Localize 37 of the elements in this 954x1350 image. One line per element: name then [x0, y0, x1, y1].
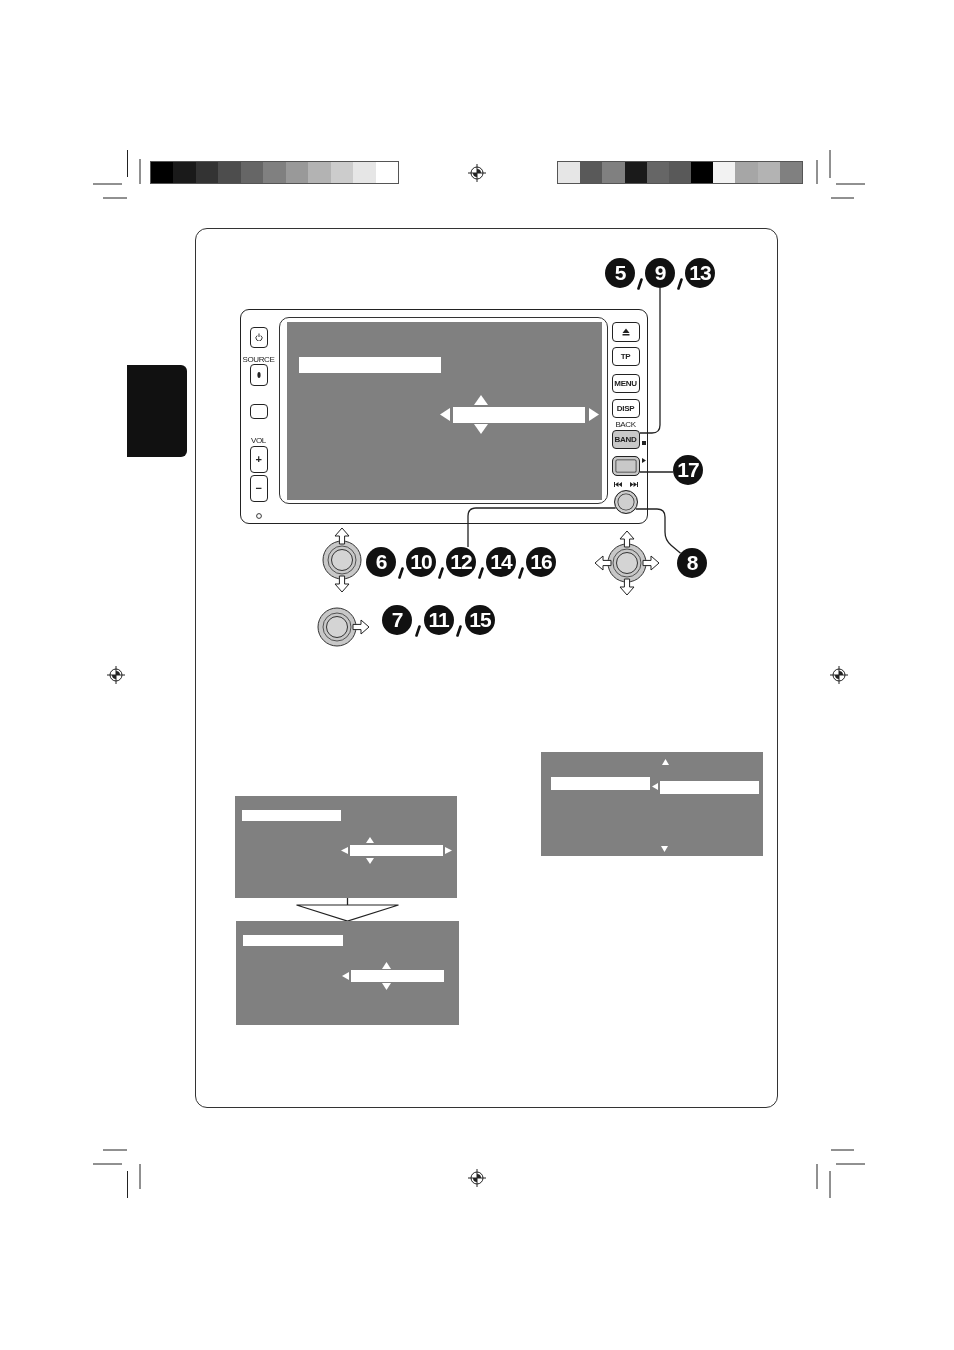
leader-line	[467, 507, 617, 548]
callout-number: 5	[605, 258, 635, 288]
panel-button: −	[249, 474, 268, 502]
panel-button: +	[249, 445, 268, 473]
panel-button	[611, 455, 640, 476]
panel-button: BAND	[611, 429, 640, 449]
control-knob	[613, 489, 638, 514]
menu-item-bar	[298, 356, 441, 373]
panel-button: MENU	[611, 373, 640, 393]
callout-number: 11	[423, 605, 454, 635]
callout-number: 12	[446, 547, 476, 577]
screen-mockup	[235, 796, 457, 898]
callout-number: 17	[673, 455, 703, 485]
panel-button: DISP	[611, 398, 640, 418]
calibration-bar	[557, 161, 803, 184]
callout-number: 6	[366, 547, 396, 577]
screen-mockup	[541, 752, 763, 856]
panel-button: TP	[611, 346, 640, 366]
button-caption: VOL	[250, 435, 267, 445]
callout-number: 9	[645, 258, 675, 288]
arrow	[295, 897, 400, 922]
callout-number: 7	[382, 605, 412, 635]
button-caption: BACK	[614, 419, 637, 429]
calibration-bar	[150, 161, 399, 184]
screen-mockup	[236, 921, 459, 1025]
car-stereo-panel	[240, 309, 648, 524]
leader-line	[639, 287, 661, 434]
callout-number: 13	[685, 258, 715, 288]
button-caption: SOURCE	[241, 354, 276, 364]
leader-line	[635, 508, 682, 554]
leader-line	[639, 471, 674, 473]
callout-number: 15	[465, 605, 495, 635]
callout-number: 8	[677, 548, 707, 578]
section-tab	[127, 365, 187, 457]
callout-number: 14	[486, 547, 516, 577]
callout-number: 10	[406, 547, 436, 577]
callout-number: 16	[526, 547, 556, 577]
